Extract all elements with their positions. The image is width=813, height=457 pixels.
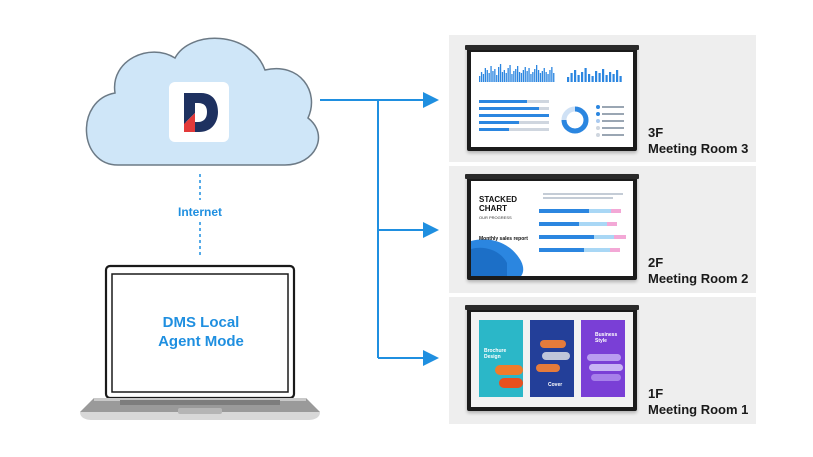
dashboard-mini-bar	[488, 73, 490, 82]
dashboard-mini-bar	[549, 70, 551, 82]
brochure-card-2: Cover	[530, 320, 574, 397]
dashboard-mini-bar	[574, 70, 577, 82]
dashboard-mini-bar	[570, 73, 573, 82]
dashboard-graphic	[479, 64, 624, 137]
dashboard-mini-bar	[517, 66, 519, 82]
slide-title: STACKED CHART	[479, 195, 518, 213]
dashboard-mini-bar	[595, 71, 598, 82]
room-2-name: Meeting Room 2	[648, 271, 749, 286]
dashboard-mini-bar	[494, 69, 496, 82]
laptop-line-2: Agent Mode	[158, 333, 244, 350]
dashboard-mini-bar	[515, 69, 517, 82]
room-2-floor: 2F	[648, 255, 664, 270]
brochure-screen: Brochure Design Cover Business Style	[471, 312, 633, 407]
card-3-title: Business Style	[595, 332, 618, 344]
display-mount	[465, 305, 639, 310]
dms-logo-icon	[169, 82, 229, 142]
room-1-name: Meeting Room 1	[648, 402, 749, 417]
dashboard-mini-bar	[492, 71, 494, 82]
dashboard-screen	[471, 52, 633, 147]
display-mount	[465, 174, 639, 179]
dashboard-mini-bar	[541, 71, 543, 82]
dashboard-mini-bar	[501, 72, 504, 82]
dashboard-mini-bar	[536, 65, 538, 82]
dashboard-mini-bar	[581, 72, 584, 82]
dashboard-mini-bar	[537, 70, 540, 82]
room-2-label: 2F Meeting Room 2	[648, 255, 748, 287]
room-1-display: Brochure Design Cover Business Style	[465, 305, 639, 411]
dashboard-mini-bar	[520, 73, 523, 82]
dashboard-mini-bar	[616, 70, 619, 82]
dashboard-mini-bar	[532, 72, 534, 82]
dashboard-mini-bar	[486, 70, 488, 82]
slide-subtitle: OUR PROGRESS	[479, 215, 512, 220]
room-1-floor: 1F	[648, 386, 664, 401]
dashboard-mini-bar	[490, 66, 492, 82]
room-3-display	[465, 45, 639, 151]
laptop-line-1: DMS Local	[162, 314, 240, 331]
dashboard-mini-bar	[496, 75, 498, 82]
dashboard-mini-bar	[524, 67, 526, 82]
dashboard-mini-bar	[518, 72, 521, 82]
room-3-name: Meeting Room 3	[648, 141, 749, 156]
dashboard-mini-bar	[534, 69, 536, 82]
dashboard-mini-bar	[530, 74, 532, 82]
dashboard-mini-bar	[509, 65, 511, 82]
dashboard-mini-bar	[505, 73, 507, 82]
dashboard-mini-bar	[499, 64, 502, 82]
internet-label: Internet	[177, 205, 222, 219]
dashboard-mini-bar	[528, 68, 530, 82]
dashboard-mini-bar	[547, 74, 549, 82]
dashboard-mini-bar	[480, 72, 483, 82]
dashboard-mini-bar	[503, 70, 505, 82]
dashboard-mini-bar	[545, 72, 547, 82]
dashboard-mini-bar	[551, 67, 553, 82]
laptop-screen-text: DMS Local Agent Mode	[112, 313, 290, 351]
room-3-label: 3F Meeting Room 3	[648, 125, 748, 157]
brochure-card-3: Business Style	[581, 320, 625, 397]
dashboard-mini-bar	[484, 68, 486, 82]
display-mount	[465, 45, 639, 50]
dashboard-mini-bar	[591, 76, 594, 82]
dashboard-mini-bar	[602, 69, 605, 82]
dashboard-mini-bar	[507, 68, 509, 82]
dashboard-mini-bar	[498, 67, 500, 82]
dashboard-mini-bar	[539, 73, 542, 82]
room-1-label: 1F Meeting Room 1	[648, 386, 748, 418]
dashboard-mini-bar	[577, 75, 580, 82]
dashboard-mini-bar	[619, 76, 622, 82]
room-3-floor: 3F	[648, 125, 664, 140]
dashboard-mini-bar	[513, 71, 515, 82]
dashboard-mini-bar	[598, 73, 601, 82]
slide-caption: Monthly sales report	[479, 236, 528, 242]
dashboard-mini-bar	[522, 70, 524, 82]
dashboard-mini-bar	[588, 74, 591, 82]
brochure-card-1: Brochure Design	[479, 320, 523, 397]
stacked-chart-graphic	[471, 193, 626, 276]
card-1-title: Brochure Design	[484, 348, 507, 360]
card-2-title: Cover	[548, 382, 563, 388]
dashboard-mini-bar	[584, 68, 587, 82]
stacked-chart-screen: STACKED CHART OUR PROGRESS Monthly sales…	[471, 181, 633, 276]
dashboard-mini-bar	[609, 72, 612, 82]
dashboard-mini-bar	[482, 74, 485, 82]
dashboard-mini-bar	[479, 76, 481, 82]
dashboard-mini-bar	[612, 74, 615, 82]
room-2-display: STACKED CHART OUR PROGRESS Monthly sales…	[465, 174, 639, 280]
dashboard-mini-bar	[605, 75, 608, 82]
dashboard-mini-bar	[553, 73, 555, 82]
dashboard-mini-bar	[567, 77, 570, 82]
dashboard-mini-bar	[543, 68, 545, 82]
dashboard-mini-bar	[526, 71, 528, 82]
dashboard-mini-bar	[511, 74, 513, 82]
